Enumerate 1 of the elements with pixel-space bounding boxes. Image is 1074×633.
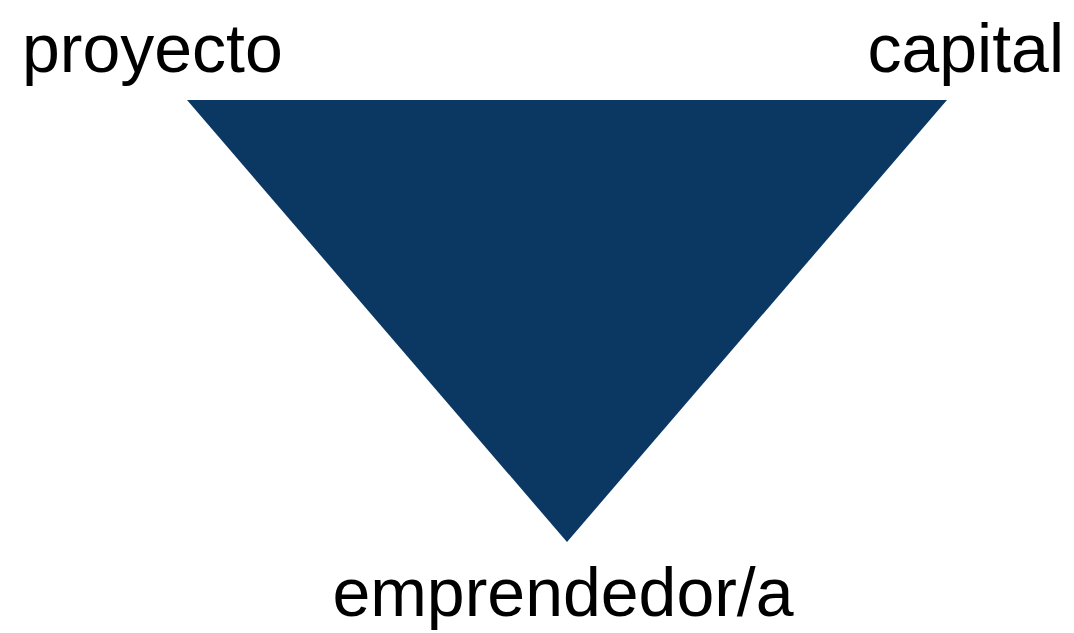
corner-label: emprendedor/a [332,554,794,630]
